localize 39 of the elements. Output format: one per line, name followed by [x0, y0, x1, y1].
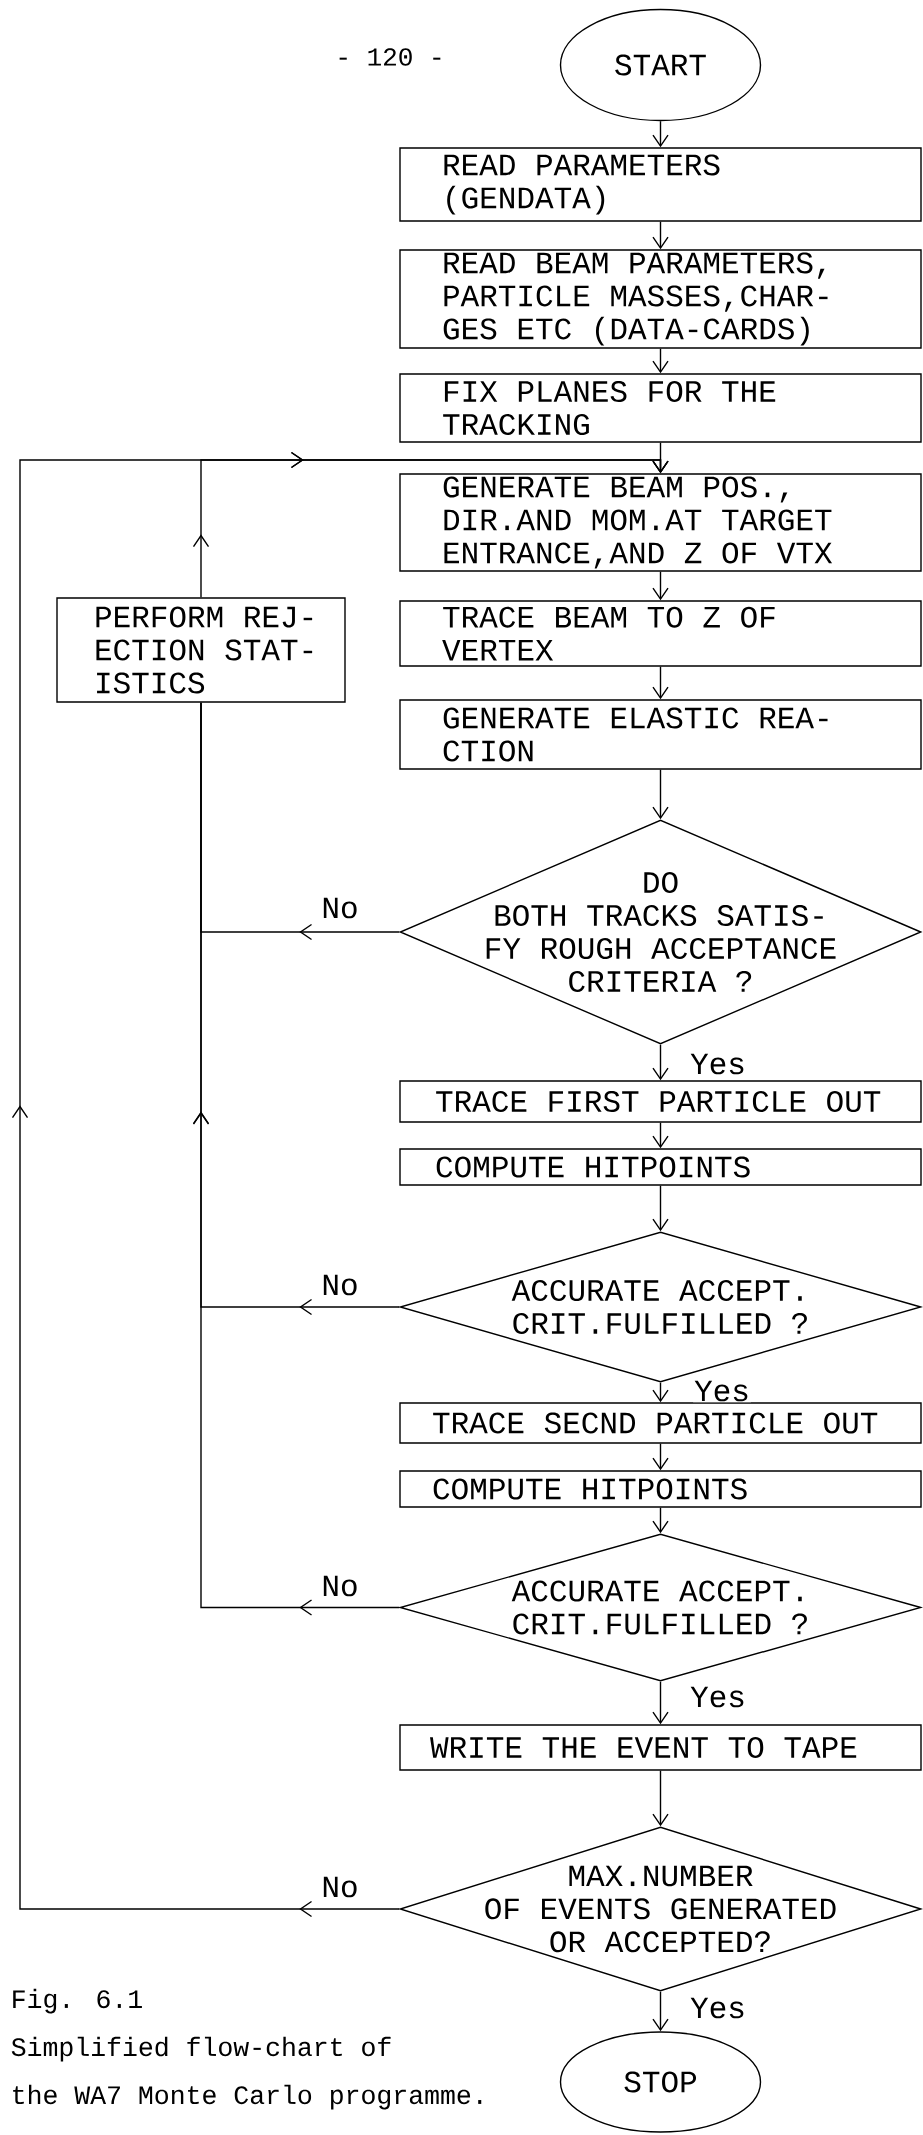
process-box: READ BEAM PARAMETERS, PARTICLE MASSES,CHAR- GES ETC (DATA-CARDS)	[399, 249, 922, 349]
arrow	[652, 571, 669, 601]
edge-label: No	[320, 1273, 360, 1297]
process-box: PERFORM REJ- ECTION STAT- ISTICS	[56, 597, 346, 703]
arrow	[652, 1185, 669, 1232]
page-number: - 120 -	[339, 48, 441, 66]
arrow	[652, 1044, 669, 1081]
stop-oval: STOP	[559, 2031, 762, 2133]
start-oval: START	[559, 8, 762, 122]
process-box: COMPUTE HITPOINTS	[399, 1148, 922, 1186]
arrow	[652, 1443, 669, 1471]
process-box: READ PARAMETERS (GENDATA)	[399, 147, 922, 222]
arrow	[652, 348, 669, 374]
process-box: WRITE THE EVENT TO TAPE	[399, 1724, 922, 1771]
arrow	[652, 1507, 669, 1534]
arrow	[652, 666, 669, 700]
process-box: TRACE FIRST PARTICLE OUT	[399, 1080, 922, 1123]
edge-label: No	[320, 1574, 360, 1598]
edge-label: No	[320, 896, 360, 920]
edge-label: Yes	[689, 1052, 747, 1076]
arrow	[192, 451, 669, 598]
process-box: TRACE SECND PARTICLE OUT	[399, 1402, 922, 1444]
edge-label: Yes	[693, 1379, 751, 1403]
edge-label: No	[320, 1875, 360, 1899]
edge-label: Yes	[689, 1996, 747, 2020]
process-box: GENERATE ELASTIC REA- CTION	[399, 699, 922, 770]
arrow	[652, 1770, 669, 1827]
arrow	[652, 120, 669, 148]
process-box: TRACE BEAM TO Z OF VERTEX	[399, 600, 922, 667]
edge-label: Yes	[689, 1685, 747, 1709]
arrow	[652, 221, 669, 250]
arrow	[652, 1991, 669, 2032]
arrow	[652, 769, 669, 820]
process-box: GENERATE BEAM POS., DIR.AND MOM.AT TARGET ENTRANCE,AND Z OF VTX	[399, 473, 922, 572]
arrow	[652, 1681, 669, 1725]
arrow	[652, 1122, 669, 1149]
arrow	[652, 1382, 669, 1403]
process-box: FIX PLANES FOR THE TRACKING	[399, 373, 922, 443]
process-box: COMPUTE HITPOINTS	[399, 1470, 922, 1508]
